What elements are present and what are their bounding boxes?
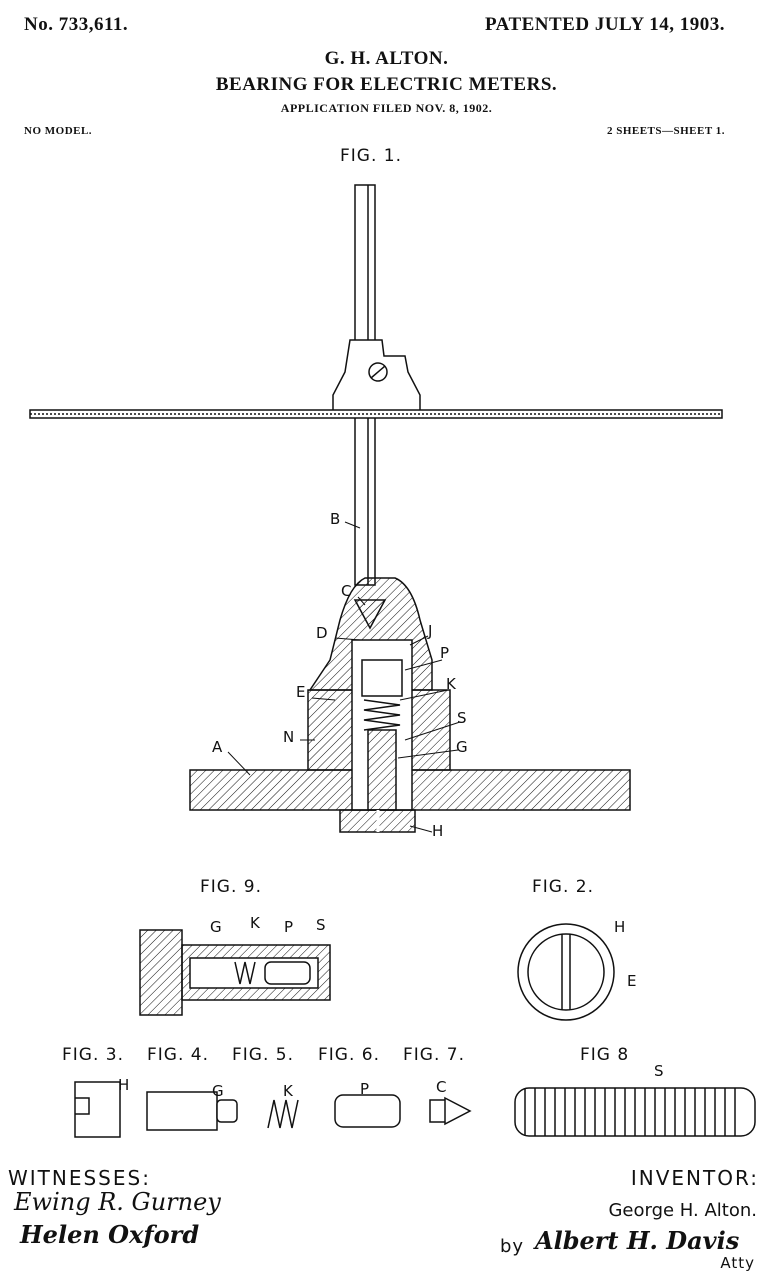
fig4-part-g — [146, 1091, 218, 1131]
part-label-s: S — [457, 709, 467, 727]
fig9-part-s: S — [316, 916, 326, 934]
fig6-part-p-label: P — [360, 1080, 370, 1098]
part-label-a: A — [212, 738, 223, 756]
fig8-part-s-label: S — [654, 1062, 664, 1080]
fig8-part-s — [514, 1087, 756, 1137]
fig4-part-g-label: G — [212, 1082, 224, 1100]
attorney-signature: Albert H. Davis — [535, 1226, 740, 1255]
part-label-j: J — [428, 622, 433, 640]
patent-number: No. 733,611. — [24, 14, 129, 35]
fig6-label: FIG. 6. — [318, 1045, 380, 1065]
fig5-label: FIG. 5. — [232, 1045, 294, 1065]
fig9-part-g: G — [210, 918, 222, 936]
fig9-part-p: P — [284, 918, 294, 936]
fig9-part-k: K — [250, 914, 260, 932]
fig7-part-c-label: C — [436, 1078, 447, 1096]
fig2-label: FIG. 2. — [532, 877, 594, 897]
fig6-part-p — [334, 1094, 401, 1128]
part-label-c: C — [341, 582, 352, 600]
witness-signature-1: Ewing R. Gurney — [14, 1188, 221, 1216]
fig9-drawing — [139, 929, 331, 1016]
fig3-part-h — [74, 1081, 121, 1138]
part-label-h: H — [432, 822, 444, 840]
part-label-d: D — [316, 624, 328, 642]
fig7-part-c — [429, 1096, 472, 1126]
no-model: NO MODEL. — [24, 125, 93, 137]
part-label-e: E — [296, 683, 306, 701]
fig5-part-k — [267, 1099, 299, 1129]
part-label-b: B — [330, 510, 341, 528]
witness-signature-2: Helen Oxford — [20, 1220, 200, 1249]
fig2-part-e: E — [627, 972, 637, 990]
fig8-label: FIG 8 — [580, 1045, 630, 1065]
attorney-label: Atty — [720, 1254, 755, 1272]
fig2-drawing — [517, 923, 615, 1021]
inventor-name: G. H. ALTON. — [324, 48, 449, 69]
inventor-label: INVENTOR: — [630, 1166, 759, 1190]
application-filed: APPLICATION FILED NOV. 8, 1902. — [280, 101, 493, 115]
inventor-signature: George H. Alton. — [608, 1200, 757, 1221]
fig5-part-k-label: K — [283, 1082, 293, 1100]
part-label-k: K — [446, 675, 456, 693]
part-label-n: N — [283, 728, 295, 746]
fig3-label: FIG. 3. — [62, 1045, 124, 1065]
part-label-p: P — [440, 644, 450, 662]
patent-date: PATENTED JULY 14, 1903. — [484, 14, 725, 35]
plug-g — [367, 729, 397, 811]
fig3-part-h-label: H — [118, 1076, 130, 1094]
fig4-label: FIG. 4. — [147, 1045, 209, 1065]
sheet-count: 2 SHEETS—SHEET 1. — [606, 125, 725, 137]
fig7-label: FIG. 7. — [403, 1045, 465, 1065]
fig1-label: FIG. 1. — [340, 146, 402, 166]
fig9-label: FIG. 9. — [200, 877, 262, 897]
patent-title: BEARING FOR ELECTRIC METERS. — [215, 74, 558, 95]
part-label-g: G — [456, 738, 468, 756]
by-label: by — [500, 1236, 525, 1257]
fig2-part-h: H — [614, 918, 626, 936]
witnesses-label: WITNESSES: — [8, 1166, 151, 1190]
